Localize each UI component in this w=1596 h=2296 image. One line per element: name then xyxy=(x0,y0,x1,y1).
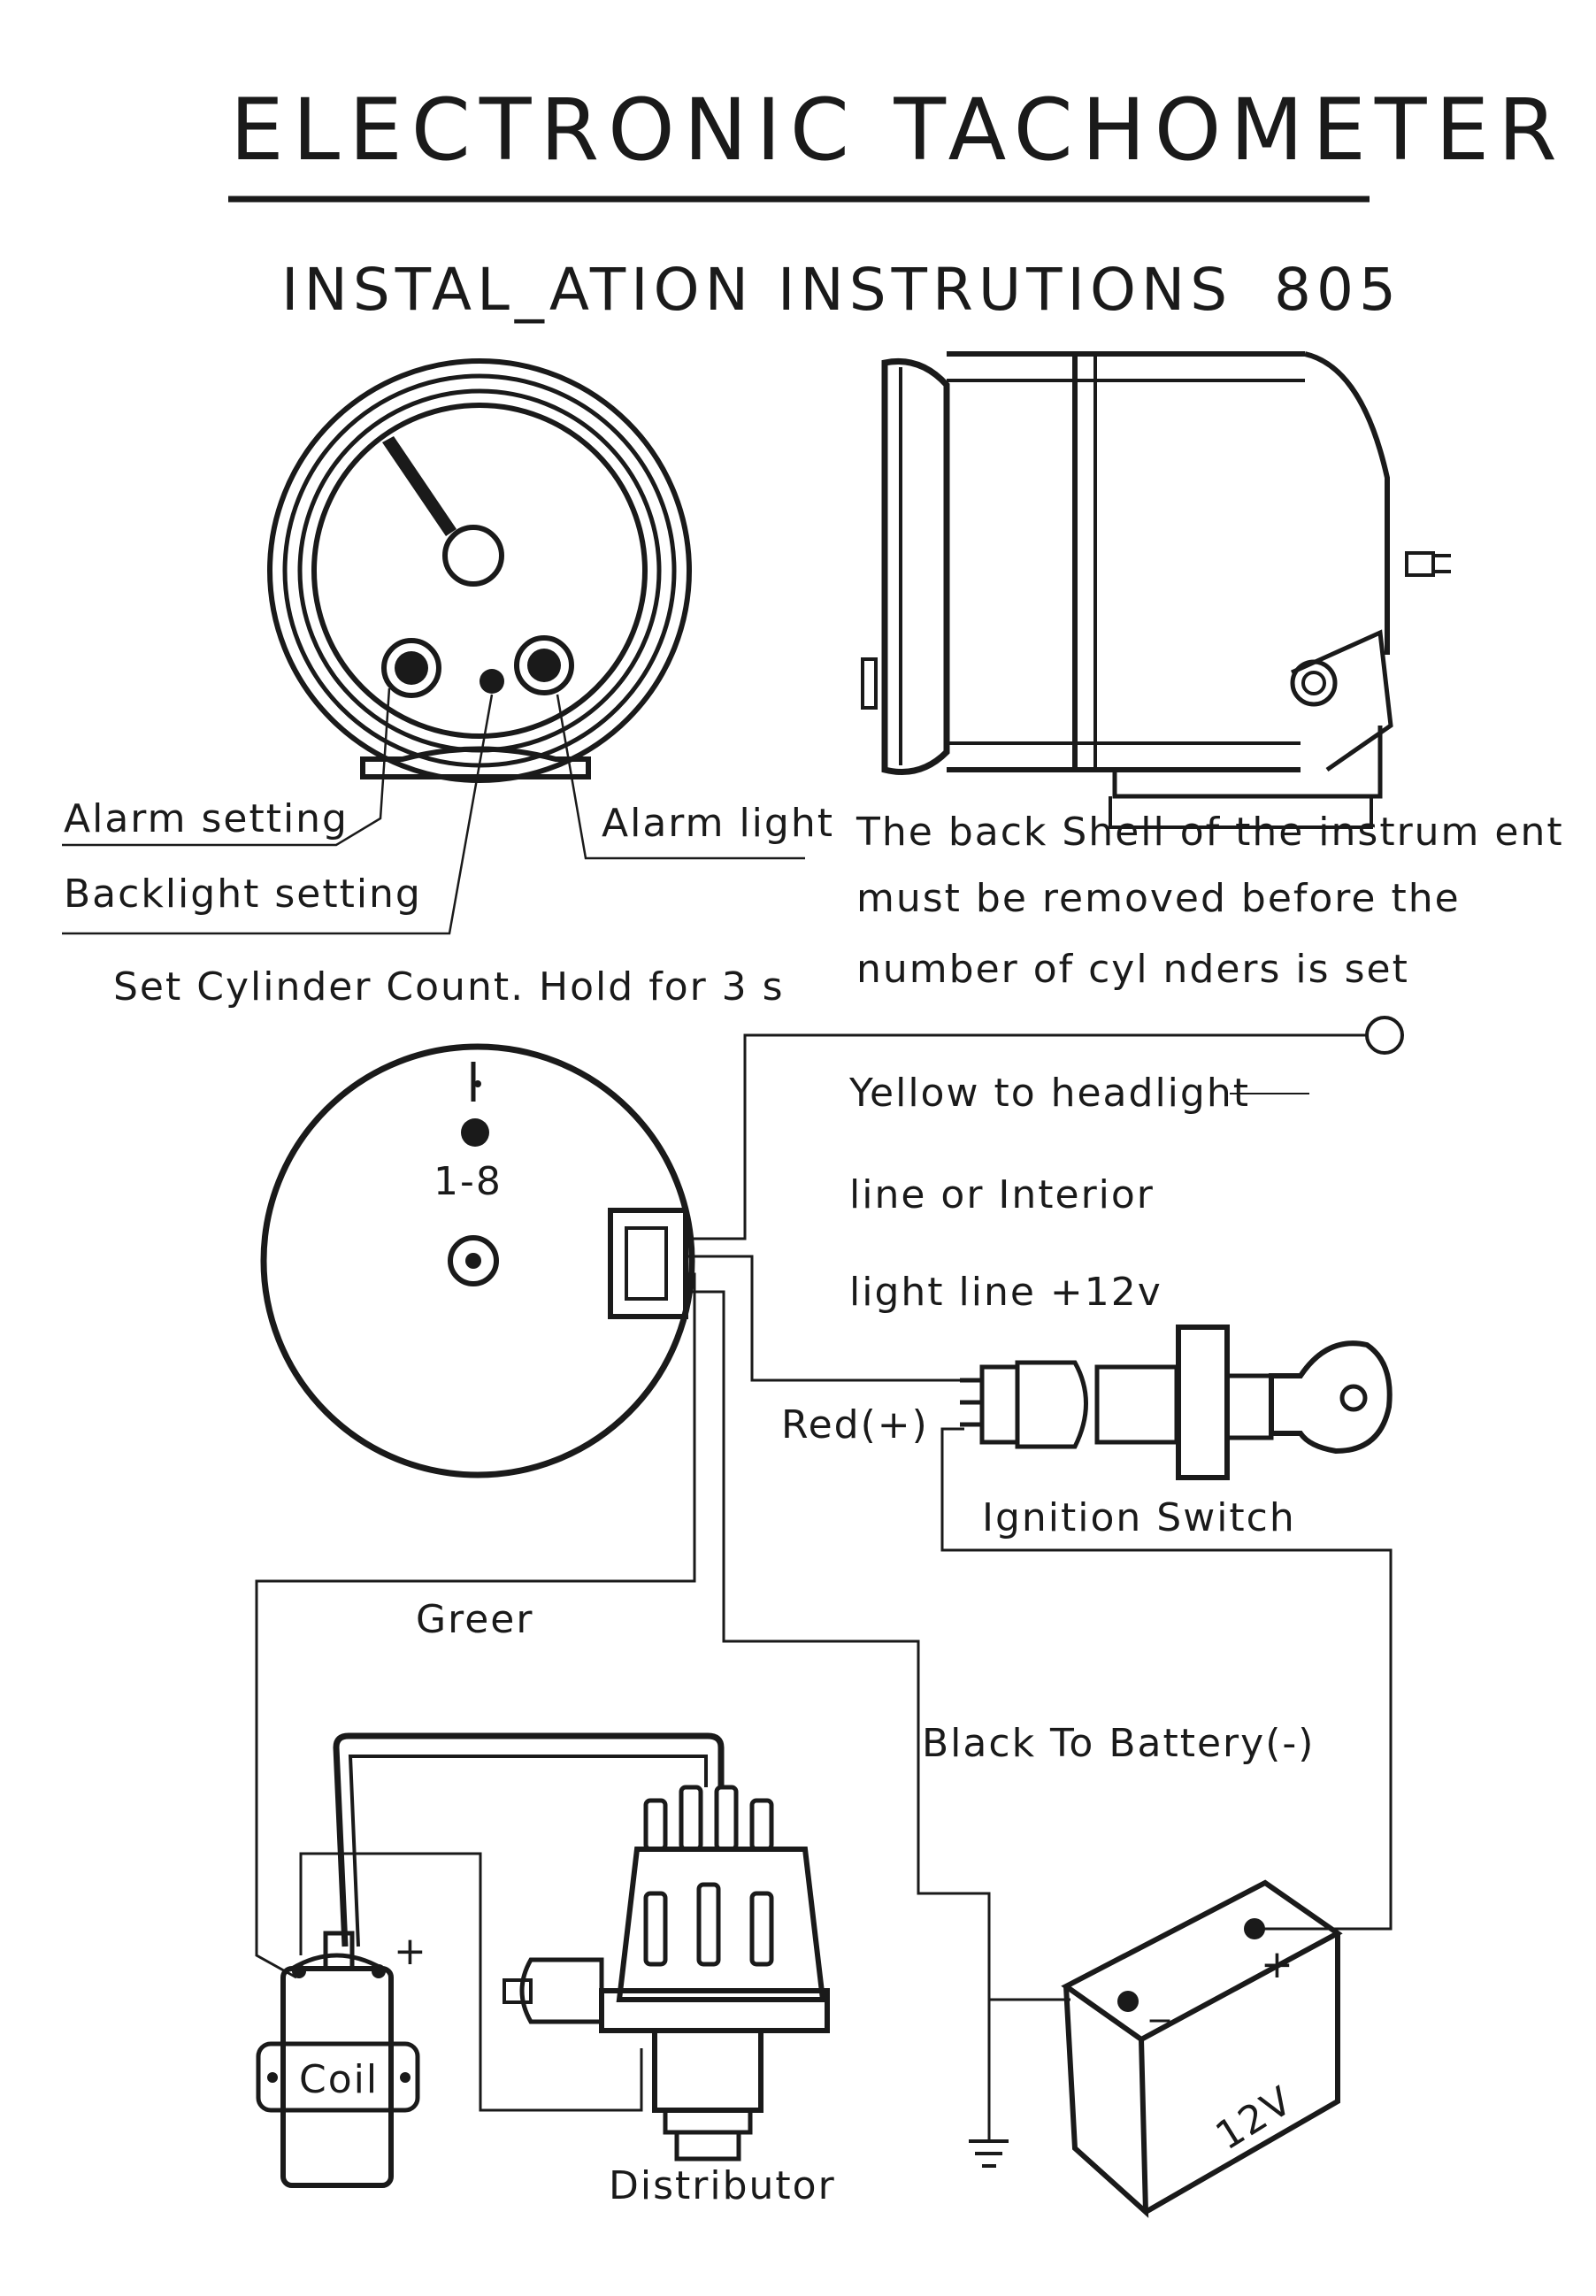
battery-positive-terminal xyxy=(1244,1918,1265,1939)
needle-hub xyxy=(442,525,504,587)
ignition-coil xyxy=(256,1931,420,2188)
model-number: 805 xyxy=(1274,256,1401,324)
distributor-label: Distributor xyxy=(609,2163,836,2208)
cylinder-count-button xyxy=(461,1118,489,1147)
coil-label: Coil xyxy=(299,2057,379,2102)
page-title: ELECTRONIC TACHOMETER xyxy=(230,81,1566,180)
cylinder-range-label: 1-8 xyxy=(434,1159,503,1204)
ignition-switch xyxy=(960,1325,1393,1480)
page-subtitle: INSTAL_ATION INSTRUTIONS xyxy=(281,256,1232,324)
alarm-setting-label: Alarm setting xyxy=(64,796,349,841)
backlight-setting-label: Backlight setting xyxy=(64,872,422,917)
alarm-light xyxy=(514,635,574,695)
yellow-lead-line3: light line +12v xyxy=(849,1270,1162,1315)
mounting-bracket xyxy=(360,746,591,779)
gauge-side-view xyxy=(861,351,1451,829)
distributor xyxy=(503,1785,830,2162)
gauge-front-view xyxy=(267,358,692,783)
battery-negative-terminal xyxy=(1117,1991,1139,2012)
green-lead-label: Greer xyxy=(416,1597,533,1642)
yellow-lead-line2: line or Interior xyxy=(849,1172,1155,1217)
coil-plus-label: + xyxy=(394,1929,428,1974)
battery-12v: _ + 12V xyxy=(1061,1879,1343,2218)
back-note-line2: must be removed before the xyxy=(856,876,1461,921)
rear-connector xyxy=(608,1208,688,1319)
gauge-needle xyxy=(382,436,457,536)
battery-minus-label: _ xyxy=(1149,1977,1171,2023)
gauge-rear-face: 1-8 xyxy=(260,1043,695,1478)
headlight-terminal xyxy=(1365,1016,1404,1055)
key-icon xyxy=(1269,1340,1393,1455)
yellow-lead-line1: Yellow to headlight xyxy=(848,1071,1250,1116)
backlight-setting-button xyxy=(480,669,504,694)
black-lead-label: Black To Battery(-) xyxy=(922,1721,1315,1766)
red-lead-label: Red(+) xyxy=(781,1402,929,1447)
battery-plus-label: + xyxy=(1261,1942,1295,1987)
alarm-setting-knob xyxy=(381,638,441,698)
set-cylinder-label: Set Cylinder Count. Hold for 3 s xyxy=(113,964,785,1010)
alarm-light-label: Alarm light xyxy=(602,801,834,846)
back-note-line3: number of cyl nders is set xyxy=(856,947,1409,992)
back-note-line1: The back Shell of the instrum ent xyxy=(856,810,1564,855)
ignition-switch-label: Ignition Switch xyxy=(982,1495,1296,1540)
wiring-harness xyxy=(255,1016,1404,2168)
